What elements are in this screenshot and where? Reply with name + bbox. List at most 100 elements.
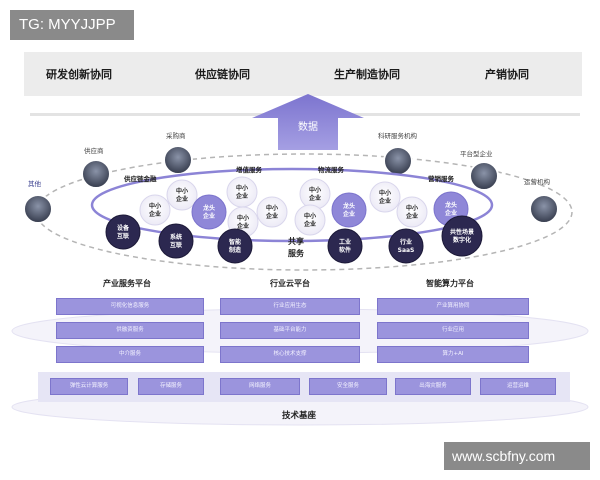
platform-box: 可视化信息服务 [56,298,204,315]
platform-box: 产业算用协同 [377,298,529,315]
shared-node-label: 互联 [170,241,182,249]
platform-title-industry: 产业服务平台 [103,279,151,288]
data-arrow-label: 数据 [298,120,318,133]
collab-production-sales: 产销协同 [485,68,529,81]
shared-service-nodes: 设备互联系统互联智能制造工业软件行业SaaS共性场景数字化 [105,214,483,264]
sme-node-label: 中小 [304,212,316,220]
platform-box: 供融资服务 [56,322,204,339]
sme-node-label: 企业 [378,197,391,205]
entity-supplier: 供应商 [81,146,111,189]
infra-box: 弹性云计算服务 [50,378,128,395]
shared-node-label: 智能 [229,238,241,246]
collab-supply-chain: 供应链协同 [195,68,250,81]
watermark-top: TG: MYYJJPP [10,10,134,40]
entity-other-label: 其他 [28,179,42,188]
sme-node-label: 中小 [266,204,278,212]
sme-node-label: 企业 [303,220,316,228]
sme-node-label: 中小 [236,184,248,192]
leader-node-label: 龙头 [203,204,215,212]
infra-title: 技术基座 [282,411,317,421]
service-marketing: 营销服务 [428,174,455,183]
platform-box: 行业应用 [377,322,529,339]
collab-manufacturing: 生产制造协同 [334,68,400,81]
watermark-bottom: www.scbfny.com [444,442,590,470]
entity-purchaser: 采购商 [163,131,193,175]
service-logistics: 物流服务 [318,165,345,174]
infra-box: 运营运维 [480,378,556,395]
sme-node-label: 中小 [237,214,249,222]
shared-node-label: 数字化 [453,236,471,244]
sme-node-label: 企业 [308,194,321,202]
sme-node-label: 企业 [175,195,188,203]
entity-supplier-label: 供应商 [84,146,104,155]
sme-node-label: 中小 [379,189,391,197]
outer-ecosystem-ring [35,153,573,271]
sme-node-label: 企业 [148,210,161,218]
leader-node-label: 龙头 [343,202,355,210]
platform-box: 行业应用生态 [220,298,360,315]
infra-box: 出海灾服务 [395,378,471,395]
entity-research-label: 科研服务机构 [378,131,418,140]
service-value-added: 增值服务 [236,165,263,174]
entity-purchaser-label: 采购商 [166,131,186,140]
sme-node-label: 中小 [176,187,188,195]
collab-rd: 研发创新协同 [46,68,112,81]
entity-platform-label: 平台型企业 [460,149,493,158]
shared-node-label: 设备 [117,224,130,232]
infra-box: 网络服务 [220,378,300,395]
entity-operator-label: 运营机构 [524,177,551,186]
platform-box: 中介服务 [56,346,204,363]
entity-operator: 运营机构 [524,177,559,224]
shared-node-label: 软件 [339,246,351,254]
shared-node-label: 制造 [229,246,241,254]
infra-box: 安全服务 [309,378,387,395]
infra-box: 存储服务 [138,378,204,395]
inner-ecosystem-ring [90,167,494,243]
leader-node-label: 龙头 [445,201,457,209]
entity-other: 其他 [23,179,53,224]
leader-node-label: 企业 [342,210,355,218]
entity-research: 科研服务机构 [378,131,418,176]
platform-box: 基础平台能力 [220,322,360,339]
platform-title-computing: 智能算力平台 [426,279,474,288]
service-supply-finance: 供应链金融 [123,174,157,183]
sme-node-label: 企业 [235,192,248,200]
data-arrow [252,94,364,150]
platform-title-industry-cloud: 行业云平台 [270,279,310,288]
shared-service-label-1: 共享 [288,236,304,246]
shared-node-label: 共性场景 [450,228,474,236]
platform-box: 核心技术支撑 [220,346,360,363]
shared-node-label: 行业 [399,238,412,246]
sme-node-label: 企业 [265,212,278,220]
shared-node-label: 工业 [339,238,351,246]
sme-node-label: 中小 [149,202,161,210]
entity-platform: 平台型企业 [460,149,499,191]
platform-box: 算力+AI [377,346,529,363]
sme-node-label: 企业 [236,222,249,230]
shared-node-label: 系统 [170,233,182,241]
shared-node-label: 互联 [117,232,129,240]
sme-node-label: 企业 [405,212,418,220]
leader-node-label: 企业 [444,209,457,217]
sme-node-label: 中小 [309,186,321,194]
leader-node-label: 企业 [202,212,215,220]
sme-node-label: 中小 [406,204,418,212]
